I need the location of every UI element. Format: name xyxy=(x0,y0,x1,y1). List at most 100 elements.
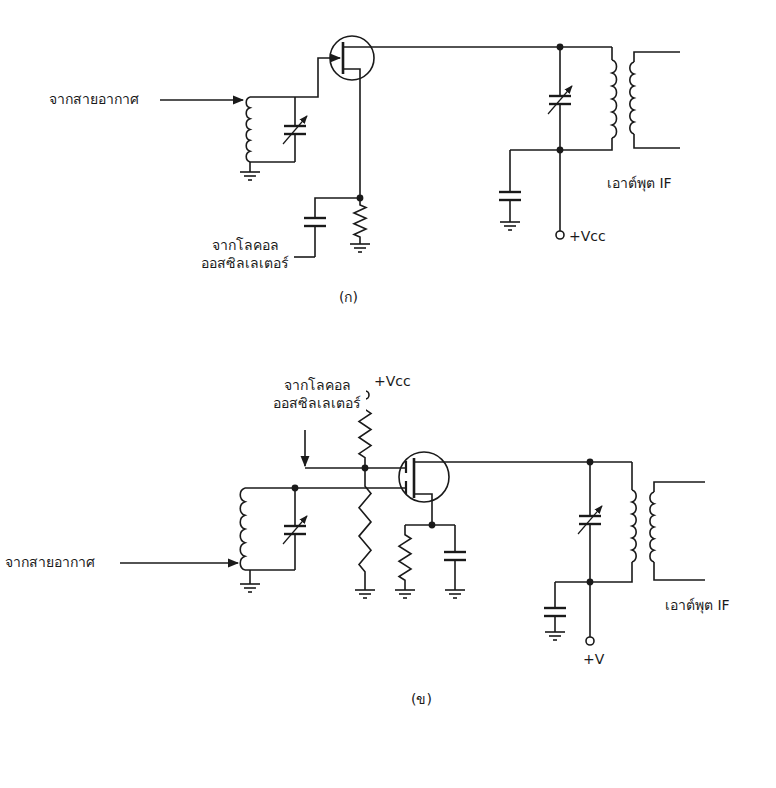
antenna-label: จากสายอากาศ xyxy=(48,90,140,108)
figure-label: (ข) xyxy=(410,690,433,708)
capacitor-lead xyxy=(589,462,591,516)
variable-arrow xyxy=(548,86,572,114)
capacitor-plate xyxy=(444,559,466,561)
capacitor-lead xyxy=(294,97,296,126)
antenna-label: จากสายอากาศ xyxy=(4,553,96,571)
capacitor-lead xyxy=(294,488,296,526)
antenna-arrow xyxy=(160,99,243,101)
wiring xyxy=(120,36,705,645)
wire xyxy=(405,524,455,526)
oscillator-label: จากโลคอล ออสซิลเลเตอร์ xyxy=(268,376,366,412)
lo-input-wire xyxy=(292,256,315,258)
capacitor-plate xyxy=(304,217,326,219)
junction-dot xyxy=(587,459,592,464)
capacitor-plate xyxy=(284,533,306,535)
wire xyxy=(589,582,591,637)
ground-symbol xyxy=(449,593,461,595)
ground-symbol xyxy=(545,631,565,633)
ground-symbol xyxy=(248,591,252,593)
mosfet-channel xyxy=(413,458,416,498)
ground-symbol xyxy=(359,593,371,595)
ground-symbol xyxy=(354,247,366,249)
wire xyxy=(249,162,251,172)
wire xyxy=(654,562,705,580)
wire xyxy=(654,482,705,492)
wire xyxy=(249,570,251,584)
source-wire xyxy=(414,494,432,525)
mosfet-gate xyxy=(405,481,407,494)
ground-symbol xyxy=(240,171,260,173)
capacitor-plate xyxy=(544,607,566,609)
drain-wire xyxy=(343,46,612,48)
wire xyxy=(634,52,680,62)
capacitor-plate xyxy=(579,515,601,517)
ground-symbol xyxy=(363,597,367,599)
wire xyxy=(245,569,295,571)
capacitor-lead xyxy=(559,104,561,150)
wire xyxy=(631,462,633,490)
ground-symbol xyxy=(504,225,516,227)
gate1-wire xyxy=(245,487,406,489)
capacitor-lead xyxy=(294,534,296,570)
jfet-symbol xyxy=(330,36,374,80)
capacitor-plate xyxy=(444,551,466,553)
supply-label: +Vcc xyxy=(373,372,412,390)
ground-symbol xyxy=(248,179,252,181)
capacitor-plate xyxy=(284,525,306,527)
variable-arrow xyxy=(283,516,307,544)
wire xyxy=(315,198,360,212)
gate-wire xyxy=(250,58,340,97)
capacitor-plate xyxy=(544,615,566,617)
ground-symbol xyxy=(453,597,457,599)
capacitor-plate xyxy=(284,125,306,127)
coil-symbol xyxy=(612,60,617,138)
wire xyxy=(611,47,613,60)
terminal xyxy=(586,637,594,645)
capacitor-lead xyxy=(454,525,456,552)
drain-wire xyxy=(414,461,632,463)
mosfet-gate xyxy=(405,461,407,473)
capacitor-lead xyxy=(559,47,561,96)
capacitor-lead xyxy=(509,200,511,222)
capacitor-plate xyxy=(499,199,521,201)
ground-symbol xyxy=(553,639,557,641)
junction-dot xyxy=(292,485,297,490)
capacitor-plate xyxy=(579,523,601,525)
ground-symbol xyxy=(508,229,512,231)
oscillator-label: จากโลคอล ออสซิลเลเตอร์ xyxy=(196,236,294,272)
coil-symbol xyxy=(632,490,636,562)
variable-arrow xyxy=(283,116,307,144)
ground-symbol xyxy=(399,593,411,595)
capacitor-lead xyxy=(454,560,456,590)
wire xyxy=(314,240,316,257)
coil-symbol xyxy=(630,62,634,134)
ground-symbol xyxy=(358,251,362,253)
wire xyxy=(554,582,556,596)
gate2-wire xyxy=(305,467,406,469)
capacitor-plate xyxy=(549,103,571,105)
ground-symbol xyxy=(350,243,370,245)
resistor-symbol xyxy=(359,468,371,590)
ground-symbol xyxy=(500,221,520,223)
ground-symbol xyxy=(549,635,561,637)
capacitor-lead xyxy=(294,134,296,162)
source-wire xyxy=(343,69,360,198)
ground-symbol xyxy=(244,587,256,589)
capacitor-lead xyxy=(509,182,511,192)
resistor-symbol xyxy=(399,525,411,590)
capacitor-lead xyxy=(554,596,556,608)
supply-label: +Vcc xyxy=(568,227,607,245)
variable-arrow xyxy=(578,506,602,534)
capacitor-plate xyxy=(549,95,571,97)
wire xyxy=(634,134,680,148)
capacitor-lead xyxy=(589,524,591,582)
coil-symbol xyxy=(246,97,250,162)
ground-symbol xyxy=(445,589,465,591)
capacitor-plate xyxy=(499,191,521,193)
capacitor-plate xyxy=(284,133,306,135)
capacitor-plate xyxy=(304,225,326,227)
resistor-symbol xyxy=(354,198,366,244)
junction-dot xyxy=(557,44,562,49)
